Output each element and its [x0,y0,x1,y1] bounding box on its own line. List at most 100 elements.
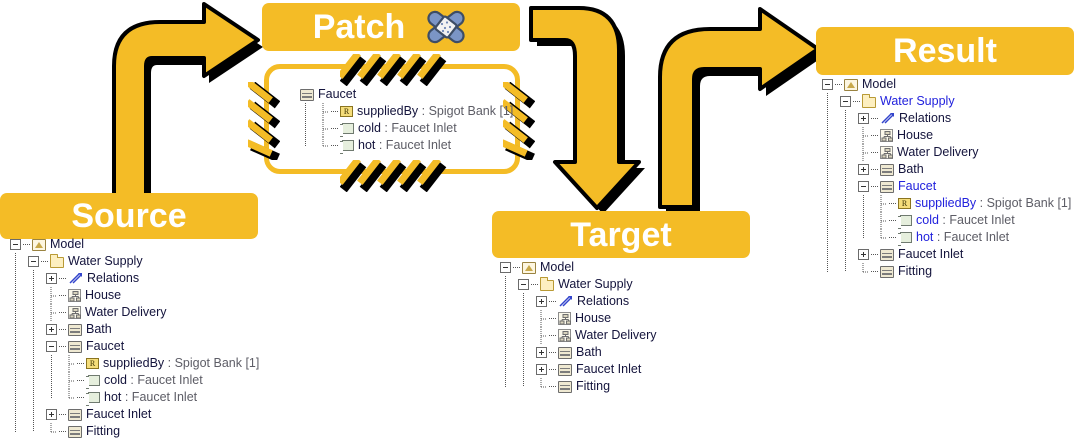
tree-row[interactable]: Water Delivery [6,304,259,321]
tree-expand-toggle[interactable] [858,249,869,260]
tree-row-label: Water Delivery [575,327,657,344]
tree-row-label: House [575,310,611,327]
tree-row[interactable]: Faucet [296,86,513,103]
tree-connector [536,327,547,344]
tree-expand-toggle[interactable] [536,296,547,307]
port-icon [86,392,100,406]
tree-collapse-toggle[interactable] [518,279,529,290]
tree-row-name: Relations [577,294,630,308]
tree-row-name: Faucet [318,87,357,101]
tree-row-name: House [575,311,612,325]
tree-row[interactable]: Bath [818,161,1071,178]
tree-row[interactable]: Water Delivery [496,327,657,344]
stitch-top [340,54,447,86]
tree-connector [549,301,557,302]
tree-row[interactable]: Faucet [6,338,259,355]
tree-collapse-toggle[interactable] [858,181,869,192]
tree-row[interactable]: Relations [6,270,259,287]
tree-row-name: Model [540,260,575,274]
tree-row[interactable]: hot : Faucet Inlet [818,229,1071,246]
tree-row-name: House [897,128,934,142]
tree-guide-line [863,195,864,238]
tree-row-label: Water Supply [68,253,143,270]
tree-row-label: House [897,127,933,144]
tree-expand-toggle[interactable] [536,364,547,375]
tree-row[interactable]: Model [496,259,657,276]
tree-connector [889,237,897,238]
tree-row[interactable]: Relations [818,110,1071,127]
stitch-right [503,82,535,160]
tree-connector [77,397,85,398]
tree-expand-toggle[interactable] [46,324,57,335]
tree-row-label: suppliedBy : Spigot Bank [1] [915,195,1071,212]
tree-row[interactable]: Bath [6,321,259,338]
tree-guide-line [827,93,828,272]
tree-expand-toggle[interactable] [536,347,547,358]
tree-connector [46,423,57,437]
tree-guide-line [15,253,16,432]
tree-row[interactable]: Bath [496,344,657,361]
tree-row[interactable]: Water Supply [496,276,657,293]
tree-row-label: Faucet [318,86,356,103]
tree-row[interactable]: Model [818,76,1071,93]
tree-row[interactable]: House [818,127,1071,144]
tree-collapse-toggle[interactable] [822,79,833,90]
tree-connector [536,378,547,392]
tree-row[interactable]: Water Delivery [818,144,1071,161]
tree-row-name: hot [916,230,934,244]
tree-collapse-toggle[interactable] [840,96,851,107]
tree-collapse-toggle[interactable] [500,262,511,273]
tree-connector [871,271,879,272]
tree-row[interactable]: cold : Faucet Inlet [296,120,513,137]
relations-icon [880,112,895,125]
tree-row[interactable]: Fitting [6,423,259,440]
diagram-icon [68,306,81,319]
tree-expand-toggle[interactable] [858,113,869,124]
tree-row[interactable]: House [6,287,259,304]
tree-connector [536,310,547,327]
tree-row[interactable]: cold : Faucet Inlet [818,212,1071,229]
tree-row[interactable]: Fitting [496,378,657,395]
tree-row[interactable]: Faucet Inlet [6,406,259,423]
tree-row[interactable]: hot : Faucet Inlet [6,389,259,406]
tree-row[interactable]: Model [6,236,259,253]
tree-expand-toggle[interactable] [46,409,57,420]
tree-connector [59,278,67,279]
banner-source-label: Source [71,197,187,235]
tree-row[interactable]: Water Supply [6,253,259,270]
tree-collapse-toggle[interactable] [10,239,21,250]
tree-row[interactable]: Faucet Inlet [818,246,1071,263]
tree-collapse-toggle[interactable] [28,256,39,267]
tree-connector [549,386,557,387]
tree-row[interactable]: hot : Faucet Inlet [296,137,513,154]
tree-row[interactable]: Fitting [818,263,1071,280]
block-icon [558,380,572,393]
tree-row-name: Fitting [898,264,933,278]
arrow-source-to-patch [112,2,263,200]
tree-expand-toggle[interactable] [858,164,869,175]
tree-row-label: Fitting [576,378,610,395]
banner-source: Source [0,193,258,239]
tree-expand-toggle[interactable] [46,273,57,284]
port-icon [340,123,354,137]
tree-row-name: Bath [898,162,924,176]
tree-row-type: : Spigot Bank [1] [164,356,260,370]
tree-row[interactable]: Water Supply [818,93,1071,110]
tree-row[interactable]: Faucet [818,178,1071,195]
reference-icon: R [898,198,911,209]
tree-connector [513,267,521,268]
tree-row[interactable]: House [496,310,657,327]
tree-collapse-toggle[interactable] [46,341,57,352]
tree-connector [46,304,57,321]
tree-row[interactable]: Faucet Inlet [496,361,657,378]
tree-row[interactable]: cold : Faucet Inlet [6,372,259,389]
tree-row[interactable]: Relations [496,293,657,310]
model-icon [522,261,536,274]
